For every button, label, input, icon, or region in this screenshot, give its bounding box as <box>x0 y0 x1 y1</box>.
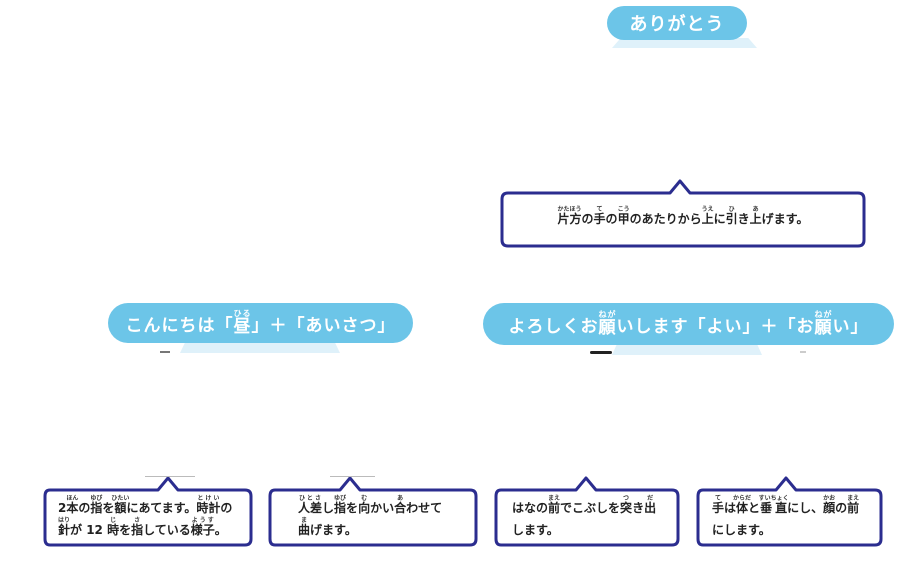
image-fragment <box>800 351 806 353</box>
text-segment: にし、 <box>787 501 824 515</box>
text-segment: でこぶしを <box>560 501 621 515</box>
ruby-word: 甲こう <box>617 206 630 226</box>
description-line-1: 2本ほんの指ゆびを額ひたいにあてます。時計とけいの <box>58 495 232 521</box>
title-shadow-yoroshiku <box>612 345 762 355</box>
title-arigatou-text: ありがとう <box>629 14 725 35</box>
title-yoroshiku-kanji2: 願ねが <box>814 310 833 338</box>
text-segment: している <box>143 523 191 537</box>
ruby-word: 本ほん <box>66 495 79 515</box>
text-segment: と <box>748 501 761 515</box>
ruby-word: 指ゆび <box>90 495 103 515</box>
ruby-word: 時計とけい <box>196 495 221 515</box>
ruby-word: 出だ <box>644 495 657 515</box>
title-konnichiwa-kanji: 昼ひる <box>233 309 252 337</box>
ruby-word: 上あ <box>749 206 762 226</box>
description-bubble-yoi: はなの前まえでこぶしを突つき出だ します。 <box>494 475 680 547</box>
text-segment: します。 <box>512 523 559 537</box>
title-yoroshiku-part3: い」 <box>832 316 869 337</box>
text-segment: は <box>724 501 737 515</box>
ruby-word: 様子ようす <box>190 517 215 537</box>
ruby-word: 人差ひとさ <box>298 495 323 515</box>
description-line-1: 人差ひとさし指ゆびを向むかい合あわせて <box>298 495 442 521</box>
text-segment: わせて <box>406 501 443 515</box>
text-segment: を <box>346 501 359 515</box>
ruby-word: 曲ま <box>298 517 311 537</box>
image-fragment <box>145 476 195 477</box>
text-segment: げます。 <box>761 212 809 226</box>
text-segment: の <box>220 501 233 515</box>
description-line-1: はなの前まえでこぶしを突つき出だ <box>512 495 656 521</box>
text-segment: の <box>605 212 618 226</box>
bubble-outline <box>43 476 253 547</box>
text-segment: を <box>102 501 115 515</box>
image-fragment <box>330 476 375 477</box>
ruby-word: 顔かお <box>823 495 836 515</box>
title-shadow-konnichiwa <box>180 343 340 353</box>
ruby-word: 手て <box>712 495 725 515</box>
bubble-outline <box>494 476 680 547</box>
text-segment: はなの <box>512 501 549 515</box>
ruby-word: 額ひたい <box>111 495 130 515</box>
ruby-word: 前まえ <box>548 495 561 515</box>
ruby-word: 片方かたほう <box>557 206 582 226</box>
description-bubble-aisatsu: 人差ひとさし指ゆびを向むかい合あわせて 曲まげます。 <box>268 475 478 547</box>
text-segment: 。 <box>214 523 227 537</box>
description-line-1: 手ては体からだと垂直すいちょくにし、顔かおの前まえ <box>712 495 859 521</box>
text-segment: き <box>737 212 750 226</box>
ruby-word: 合あ <box>394 495 407 515</box>
ruby-word: 突つ <box>620 495 633 515</box>
title-yoroshiku-kanji1: 願ねが <box>598 310 617 338</box>
ruby-word: 引ひ <box>725 206 738 226</box>
description-bubble-onegai: 手ては体からだと垂直すいちょくにし、顔かおの前まえ にします。 <box>696 475 883 547</box>
bubble-outline <box>500 179 866 248</box>
bubble-outline <box>696 476 883 547</box>
title-yoroshiku: よろしくお願ねがいします「よい」＋「お願ねがい」 <box>483 303 894 345</box>
title-arigatou: ありがとう <box>607 6 747 40</box>
description-line-2: 針はりが 12 時じを指さしている様子ようす。 <box>58 517 227 543</box>
text-segment: 2 <box>58 501 67 515</box>
text-segment: にします。 <box>712 523 771 537</box>
text-segment: の <box>835 501 848 515</box>
ruby-word: 向む <box>358 495 371 515</box>
title-konnichiwa: こんにちは「昼ひる」＋「あいさつ」 <box>108 303 413 343</box>
text-segment: し <box>322 501 335 515</box>
description-line-2: 曲まげます。 <box>298 517 357 543</box>
title-yoroshiku-part1: よろしくお <box>508 316 599 337</box>
ruby-word: 上うえ <box>701 206 714 226</box>
text-segment: かい <box>370 501 395 515</box>
ruby-word: 垂直すいちょく <box>758 495 789 515</box>
image-fragment <box>160 351 170 353</box>
text-segment: の <box>78 501 91 515</box>
image-fragment <box>590 351 612 354</box>
ruby-word: 手て <box>593 206 606 226</box>
title-yoroshiku-part2: いします「よい」＋「お <box>616 316 815 337</box>
text-segment: を <box>119 523 132 537</box>
ruby-word: 指さ <box>131 517 144 537</box>
bubble-outline <box>268 476 478 547</box>
description-line-2: にします。 <box>712 517 771 543</box>
text-segment: に <box>713 212 726 226</box>
text-segment: き <box>632 501 645 515</box>
ruby-word: 体からだ <box>733 495 752 515</box>
title-konnichiwa-before: こんにちは「 <box>125 315 234 336</box>
text-segment: げます。 <box>310 523 357 537</box>
description-bubble-arigatou: 片方かたほうの手ての甲こうのあたりから上うえに引ひき上あげます。 <box>500 179 866 248</box>
description-text: 片方かたほうの手ての甲こうのあたりから上うえに引ひき上あげます。 <box>500 206 866 232</box>
text-segment: の <box>581 212 594 226</box>
ruby-word: 前まえ <box>847 495 860 515</box>
text-segment: が 12 <box>70 523 108 537</box>
ruby-word: 時じ <box>107 517 120 537</box>
text-segment: にあてます。 <box>126 501 197 515</box>
title-shadow-arigatou <box>612 38 757 48</box>
description-line-2: します。 <box>512 517 559 543</box>
title-konnichiwa-after: 」＋「あいさつ」 <box>251 315 396 336</box>
description-bubble-hiru: 2本ほんの指ゆびを額ひたいにあてます。時計とけいの 針はりが 12 時じを指さし… <box>43 475 253 547</box>
ruby-word: 針はり <box>58 517 71 537</box>
ruby-word: 指ゆび <box>334 495 347 515</box>
text-segment: のあたりから <box>629 212 702 226</box>
